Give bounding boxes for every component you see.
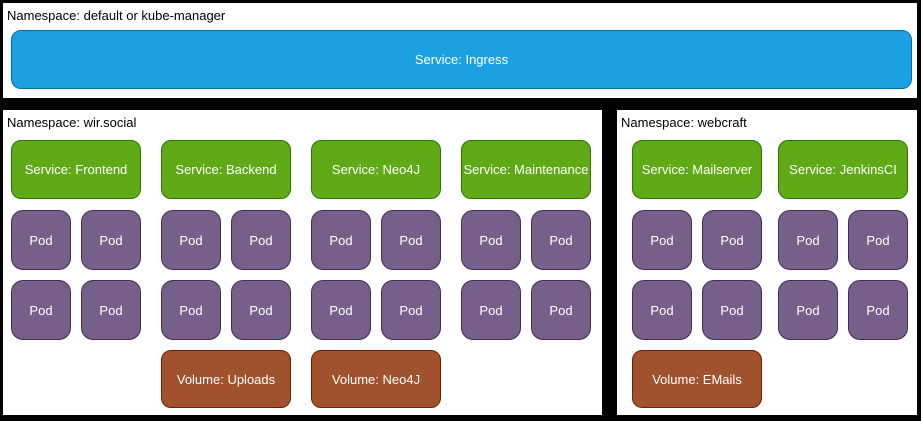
service-box-frontend: Service: Frontend xyxy=(11,140,141,199)
pod-box: Pod xyxy=(461,280,521,340)
pod-box: Pod xyxy=(381,280,441,340)
pod-box: Pod xyxy=(381,210,441,270)
pod-box: Pod xyxy=(531,280,591,340)
namespace-label: Namespace: default or kube-manager xyxy=(7,8,226,23)
service-box-backend: Service: Backend xyxy=(161,140,291,199)
namespace-label: Namespace: webcraft xyxy=(621,115,747,130)
pod-row: Pod Pod xyxy=(632,210,762,270)
service-column-frontend: Service: Frontend Pod Pod Pod Pod xyxy=(11,140,141,350)
pod-box: Pod xyxy=(11,280,71,340)
service-column-mailserver: Service: Mailserver Pod Pod Pod Pod Volu… xyxy=(632,140,762,408)
pod-box: Pod xyxy=(231,210,291,270)
pod-box: Pod xyxy=(702,280,762,340)
service-box-mailserver: Service: Mailserver xyxy=(632,140,762,199)
pod-box: Pod xyxy=(632,280,692,340)
volume-box-neo4j: Volume: Neo4J xyxy=(311,350,441,408)
pod-box: Pod xyxy=(778,210,838,270)
volume-box-emails: Volume: EMails xyxy=(632,350,762,408)
pod-box: Pod xyxy=(702,210,762,270)
pod-row: Pod Pod xyxy=(161,210,291,270)
pod-row: Pod Pod xyxy=(461,210,591,270)
pod-box: Pod xyxy=(632,210,692,270)
pod-box: Pod xyxy=(531,210,591,270)
pod-row: Pod Pod xyxy=(311,280,441,340)
pod-box: Pod xyxy=(231,280,291,340)
pod-box: Pod xyxy=(848,210,908,270)
service-column-backend: Service: Backend Pod Pod Pod Pod Volume:… xyxy=(161,140,291,408)
pod-row: Pod Pod xyxy=(11,210,141,270)
service-column-neo4j: Service: Neo4J Pod Pod Pod Pod Volume: N… xyxy=(311,140,441,408)
service-box-neo4j: Service: Neo4J xyxy=(311,140,441,199)
namespace-label: Namespace: wir.social xyxy=(7,115,137,130)
service-box-jenkinsci: Service: JenkinsCI xyxy=(778,140,908,199)
pod-row: Pod Pod xyxy=(461,280,591,340)
pod-box: Pod xyxy=(81,280,141,340)
pod-box: Pod xyxy=(848,280,908,340)
pod-box: Pod xyxy=(778,280,838,340)
pod-row: Pod Pod xyxy=(161,280,291,340)
namespace-panel-default: Namespace: default or kube-manager Servi… xyxy=(3,3,917,98)
service-box-ingress: Service: Ingress xyxy=(11,30,912,89)
pod-box: Pod xyxy=(161,280,221,340)
service-box-maintenance: Service: Maintenance xyxy=(461,140,591,199)
pod-row: Pod Pod xyxy=(778,210,908,270)
service-column-maintenance: Service: Maintenance Pod Pod Pod Pod xyxy=(461,140,591,350)
pod-box: Pod xyxy=(81,210,141,270)
pod-row: Pod Pod xyxy=(11,280,141,340)
pod-box: Pod xyxy=(161,210,221,270)
service-column-jenkinsci: Service: JenkinsCI Pod Pod Pod Pod xyxy=(778,140,908,350)
pod-box: Pod xyxy=(311,280,371,340)
pod-box: Pod xyxy=(11,210,71,270)
pod-row: Pod Pod xyxy=(778,280,908,340)
pod-box: Pod xyxy=(461,210,521,270)
volume-box-uploads: Volume: Uploads xyxy=(161,350,291,408)
namespace-panel-wir-social: Namespace: wir.social Service: Frontend … xyxy=(3,110,602,415)
pod-box: Pod xyxy=(311,210,371,270)
namespace-panel-webcraft: Namespace: webcraft Service: Mailserver … xyxy=(617,110,917,415)
pod-row: Pod Pod xyxy=(632,280,762,340)
pod-row: Pod Pod xyxy=(311,210,441,270)
